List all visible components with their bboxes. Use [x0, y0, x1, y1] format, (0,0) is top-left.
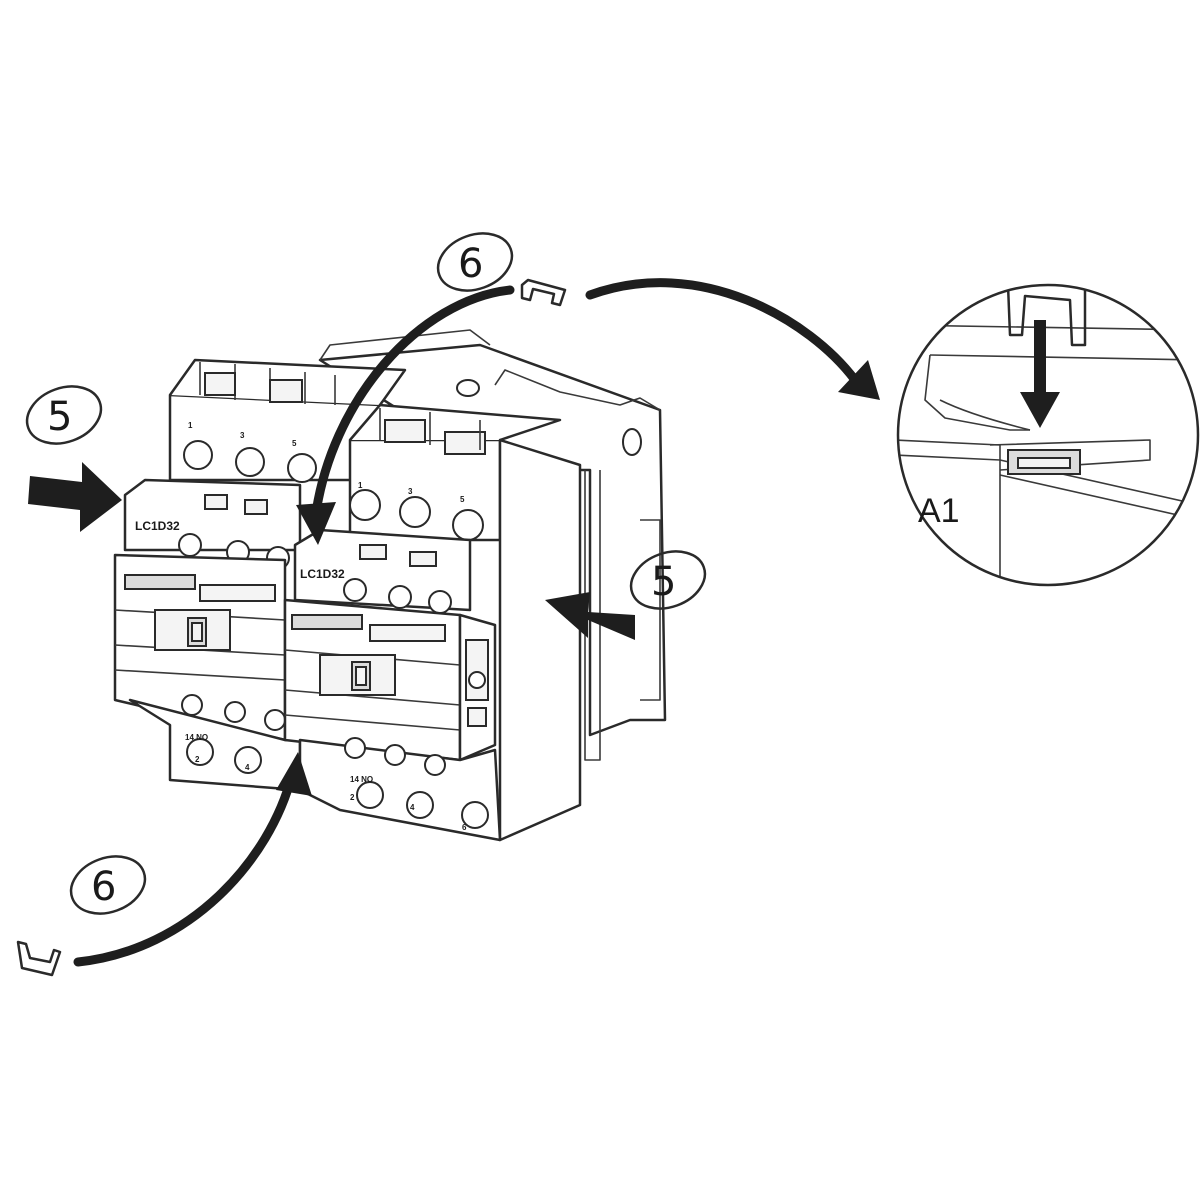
left-model-label: LC1D32: [135, 519, 180, 533]
callout-5-right: 5: [629, 550, 707, 610]
terminal-label-2: 2: [195, 755, 200, 764]
detail-a1-label: A1: [918, 492, 960, 530]
arrow-top-clip-to-device: [296, 285, 515, 545]
terminal-label-3: 3: [240, 431, 245, 440]
terminal-label-4: 4: [245, 763, 250, 772]
aux-label-14-right: 14 NO: [350, 775, 373, 784]
terminal-label-5: 5: [292, 439, 297, 448]
arrow-bottom-clip-to-device: [73, 752, 312, 967]
right-model-label: LC1D32: [300, 567, 345, 581]
callout-5-left: 5: [25, 385, 103, 445]
terminal-label-1-right: 1: [358, 481, 363, 490]
callout-6-top-text: 6: [458, 241, 483, 287]
terminal-label-5-right: 5: [460, 495, 465, 504]
terminal-label-1: 1: [188, 421, 193, 430]
terminal-label-2-right: 2: [350, 793, 355, 802]
arrow-push-left: [28, 462, 122, 532]
aux-label-14: 14 NO: [185, 733, 208, 742]
top-clip: [520, 278, 567, 307]
callout-6-bottom-text: 6: [91, 864, 116, 910]
callout-5-right-text: 5: [651, 559, 676, 605]
callout-6-bottom: 6: [69, 855, 147, 915]
callout-6-top: 6: [436, 232, 514, 292]
terminal-label-4-right: 4: [410, 803, 415, 812]
terminal-label-6-right: 6: [462, 823, 467, 832]
bottom-clip: [16, 940, 62, 977]
detail-view: A1: [896, 283, 1200, 587]
arrow-push-right: [545, 592, 635, 640]
terminal-label-3-right: 3: [408, 487, 413, 496]
callout-5-left-text: 5: [47, 394, 72, 440]
arrow-top-clip-to-detail: [585, 278, 880, 400]
right-contactor: 1 3 5 LC1D32 14 NO 2: [283, 403, 582, 842]
